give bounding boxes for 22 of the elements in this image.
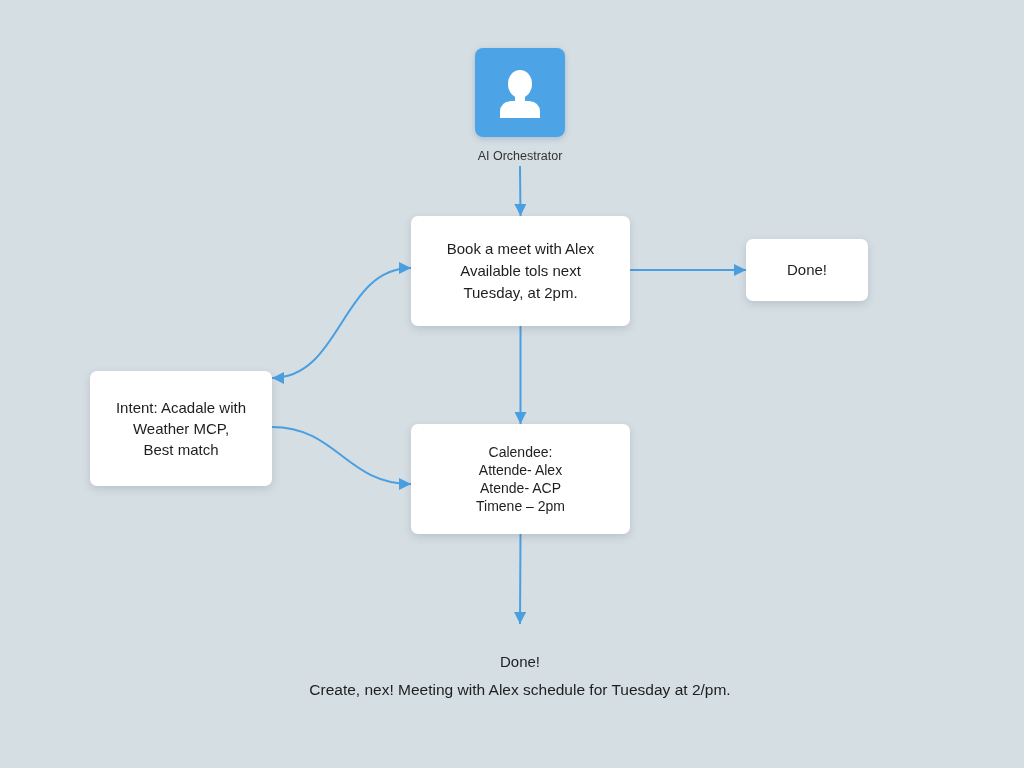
node-text: Done! (787, 260, 827, 280)
node-text: Atende- ACP (480, 479, 561, 497)
node-text: Available tols next Tuesday, at 2pm. (459, 261, 582, 303)
arrow (514, 325, 527, 425)
arrow (514, 533, 527, 625)
process-box (746, 239, 868, 301)
arrow (514, 165, 527, 217)
process-box (411, 424, 630, 534)
node-text: Attende- Alex (478, 461, 563, 479)
node-caption: AI Orchestrator (477, 148, 563, 165)
node-text: Calendee: (488, 443, 553, 461)
node-text: Intent: Acadale with Weather MCP, (114, 398, 248, 439)
status-text: Done! (500, 652, 540, 672)
node-text: Book a meet with Alex (446, 239, 595, 259)
process-box (90, 371, 272, 486)
node-text: Best match (143, 440, 219, 460)
summary-text: Create, nex! Meeting with Alex schedule for Tuesday at 2/pm. (309, 680, 731, 700)
node-text: Timene – 2pm (476, 497, 565, 515)
arrow (629, 264, 747, 276)
curved-arrow (271, 263, 412, 383)
curved-arrow (271, 426, 412, 490)
process-box (411, 216, 630, 326)
